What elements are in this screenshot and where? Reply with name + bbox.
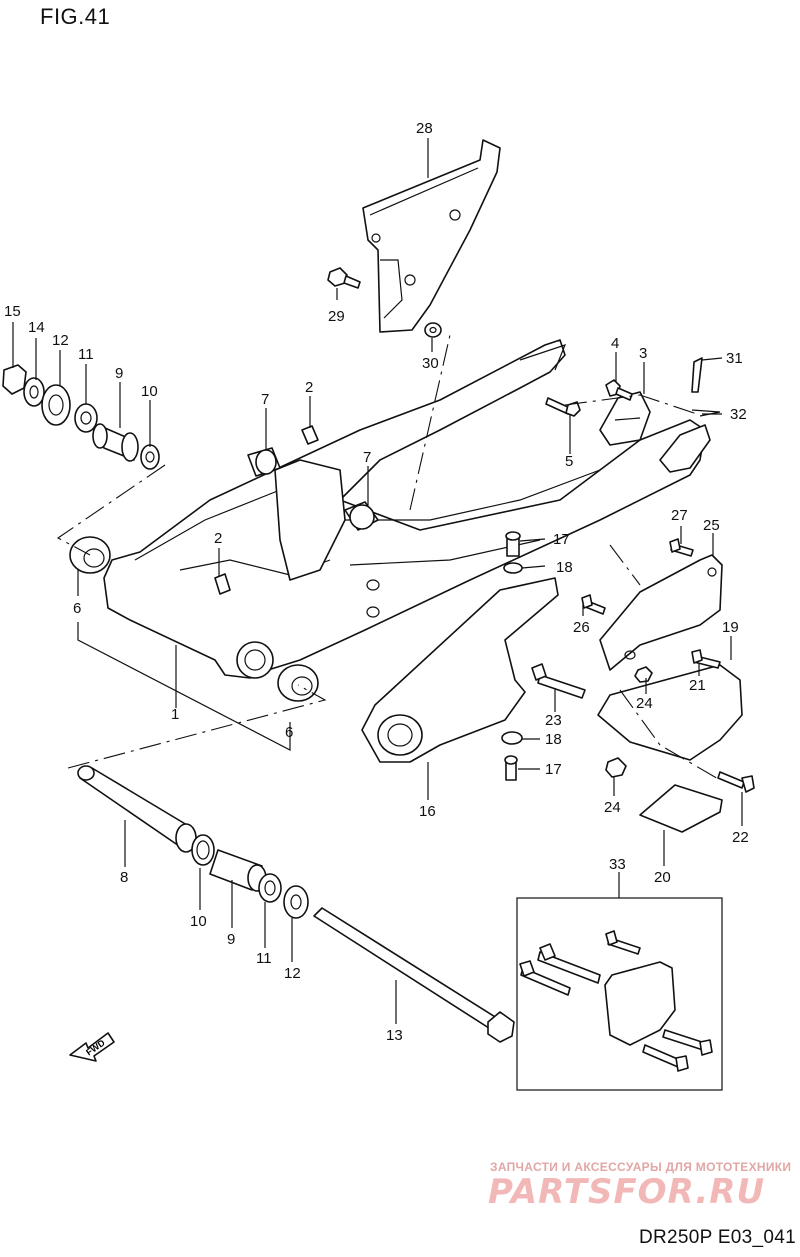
callout-28: 28 [416, 120, 433, 137]
callout-27: 27 [671, 507, 688, 524]
assembly-center-lines [56, 334, 721, 781]
part-26-27-bolts [581, 538, 694, 615]
callout-10: 10 [190, 913, 207, 930]
callout-18: 18 [545, 731, 562, 748]
model-code: DR250P E03_041 [638, 1227, 796, 1248]
callout-16: 16 [419, 803, 436, 820]
part-10-ring [191, 834, 215, 866]
part-3-chain-adjuster [599, 391, 651, 446]
part-11-seal [258, 873, 282, 903]
part-4-bolt [605, 379, 633, 401]
callout-7: 7 [363, 449, 371, 466]
part-30-washer [424, 322, 442, 338]
part-25-bracket [599, 554, 723, 671]
callout-13: 13 [386, 1027, 403, 1044]
callout-8: 8 [120, 869, 128, 886]
part-8-tube [77, 765, 197, 853]
callout-23: 23 [545, 712, 562, 729]
callout-17: 17 [553, 531, 570, 548]
callout-31: 31 [726, 350, 743, 367]
part-29-bolt [327, 267, 361, 289]
callout-14: 14 [28, 319, 45, 336]
callout-4: 4 [611, 335, 619, 352]
callout-29: 29 [328, 308, 345, 325]
callout-24: 24 [604, 799, 621, 816]
watermark-logo: PARTSFOR.RU [488, 1172, 766, 1212]
callout-18: 18 [556, 559, 573, 576]
part-20-plate [639, 784, 723, 833]
callout-9: 9 [115, 365, 123, 382]
callout-32: 32 [730, 406, 747, 423]
callout-11: 11 [78, 346, 94, 363]
callout-2: 2 [214, 530, 222, 547]
callout-2: 2 [305, 379, 313, 396]
part-22-bolt [717, 771, 755, 793]
left-bearing-stack [2, 364, 160, 470]
fwd-arrow-icon: FWD [69, 1032, 115, 1062]
callout-6: 6 [73, 600, 81, 617]
callout-3: 3 [639, 345, 647, 362]
part-16-chain-buffer [361, 577, 559, 763]
callout-11: 11 [256, 950, 272, 967]
part-5-bolt [545, 397, 581, 417]
part-24-nuts [605, 666, 653, 778]
callout-33: 33 [609, 856, 626, 873]
figure-title: FIG.41 [40, 4, 111, 29]
part-23-bolt [531, 663, 586, 699]
part-7-bushings [247, 447, 379, 531]
part-33-kit [516, 897, 723, 1091]
callout-12: 12 [52, 332, 69, 349]
part-32-clip [691, 409, 721, 417]
part-13-axle [313, 907, 515, 1043]
callout-21: 21 [689, 677, 706, 694]
callout-7: 7 [261, 391, 269, 408]
callout-10: 10 [141, 383, 158, 400]
callout-20: 20 [654, 869, 671, 886]
callout-6: 6 [285, 724, 293, 741]
part-28-chain-cover [362, 139, 501, 333]
callout-19: 19 [722, 619, 739, 636]
leader-lines [12, 138, 743, 1024]
part-18-nuts [501, 562, 523, 745]
callout-15: 15 [4, 303, 21, 320]
callout-5: 5 [565, 453, 573, 470]
watermark-tagline: ЗАПЧАСТИ И АКСЕССУАРЫ ДЛЯ МОТОТЕХНИКИ [490, 1160, 792, 1174]
callout-24: 24 [636, 695, 653, 712]
part-1-swingarm [103, 339, 711, 679]
callout-1: 1 [171, 706, 179, 723]
part-19-guide [597, 664, 743, 761]
part-6-bushings [69, 536, 319, 702]
callout-12: 12 [284, 965, 301, 982]
part-21-bolt [691, 649, 721, 669]
callout-30: 30 [422, 355, 439, 372]
part-9-spacer [209, 849, 267, 892]
part-2-grease-nipples [214, 425, 319, 595]
callout-9: 9 [227, 931, 235, 948]
callout-17: 17 [545, 761, 562, 778]
callout-25: 25 [703, 517, 720, 534]
callout-26: 26 [573, 619, 590, 636]
part-12-washer [283, 885, 309, 919]
callout-labels: 28 29 30 15 14 12 11 9 10 7 2 7 4 3 31 3… [4, 120, 749, 1044]
part-31-pin [691, 357, 703, 393]
callout-22: 22 [732, 829, 749, 846]
part-17-bolts [504, 531, 521, 781]
